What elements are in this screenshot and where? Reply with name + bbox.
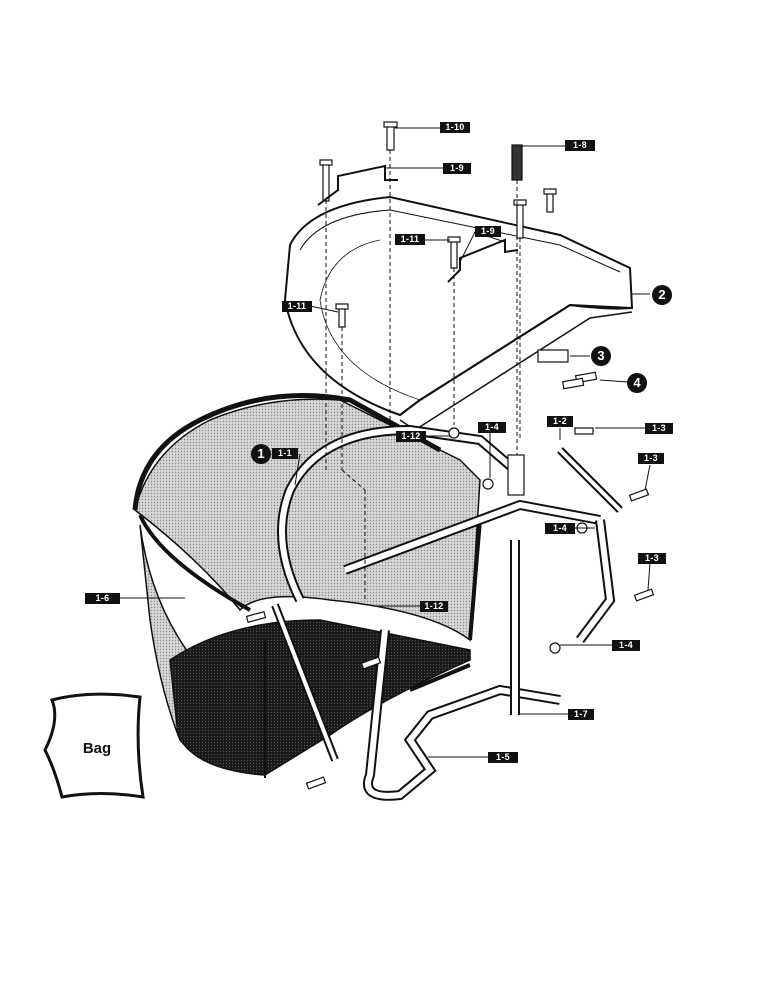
bag-icon (43, 692, 145, 799)
part-tag-1-2: 1-2 (547, 416, 573, 427)
part-tag-1-10: 1-10 (440, 122, 470, 133)
frame-tube (271, 424, 623, 801)
callout-4: 4 (627, 373, 647, 393)
part-tag-1-4-middle: 1-4 (545, 523, 575, 534)
part-tag-1-6: 1-6 (85, 593, 120, 604)
part-tag-1-9-middle: 1-9 (475, 226, 501, 237)
bag-label: Bag (82, 740, 112, 757)
part-tag-1-9-top: 1-9 (443, 163, 471, 174)
callout-1: 1 (251, 444, 271, 464)
callout-3: 3 (591, 346, 611, 366)
bag-cover (283, 195, 634, 431)
brackets (317, 164, 519, 283)
part-tag-1-12-lower: 1-12 (420, 601, 448, 612)
part-tag-1-8: 1-8 (565, 140, 595, 151)
part-tag-1-7: 1-7 (568, 709, 594, 720)
part-tag-1-4-upper: 1-4 (478, 422, 506, 433)
grass-bag (132, 393, 482, 778)
part-tag-1-4-lower: 1-4 (612, 640, 640, 651)
part-tag-1-3-middle: 1-3 (638, 453, 664, 464)
part-tag-1-12-upper: 1-12 (396, 431, 426, 442)
part-tag-1-11-left: 1-11 (282, 301, 312, 312)
assembly-lines (325, 150, 521, 600)
part-tag-1-1: 1-1 (272, 448, 298, 459)
callout-2: 2 (652, 285, 672, 305)
part-tag-1-3-lower: 1-3 (638, 553, 666, 564)
part-tag-1-5: 1-5 (488, 752, 518, 763)
part-tag-1-11-upper: 1-11 (395, 234, 425, 245)
part-tag-1-3-top: 1-3 (645, 423, 673, 434)
